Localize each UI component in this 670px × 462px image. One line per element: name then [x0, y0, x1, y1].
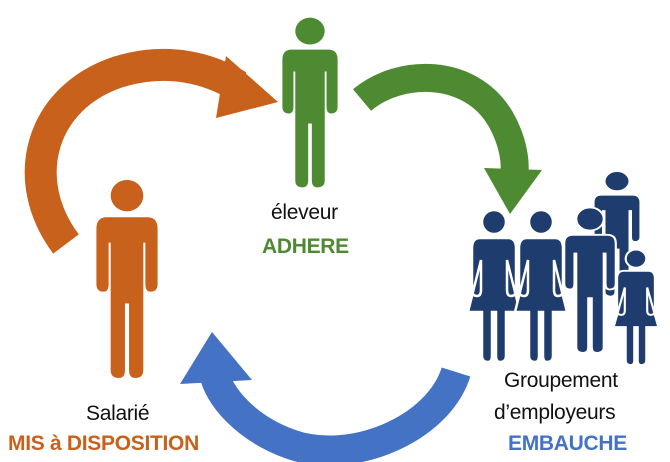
salarie-person-icon	[96, 179, 158, 378]
groupement-name-line2: d’employeurs	[494, 401, 616, 424]
eleveur-name: éleveur	[271, 201, 338, 224]
eleveur-role: ADHERE	[262, 235, 349, 258]
salarie-name: Salarié	[86, 402, 150, 425]
arrow-groupement-to-salarie	[180, 332, 471, 462]
groupement-group-people-icon	[466, 170, 660, 367]
groupement-name-line1: Groupement	[504, 369, 618, 392]
eleveur-person-icon	[282, 17, 338, 188]
salarie-role: MIS à DISPOSITION	[8, 432, 199, 455]
arrow-eleveur-to-groupement	[352, 63, 542, 214]
groupement-role: EMBAUCHE	[508, 432, 627, 455]
arrow-salarie-to-eleveur	[24, 48, 278, 254]
